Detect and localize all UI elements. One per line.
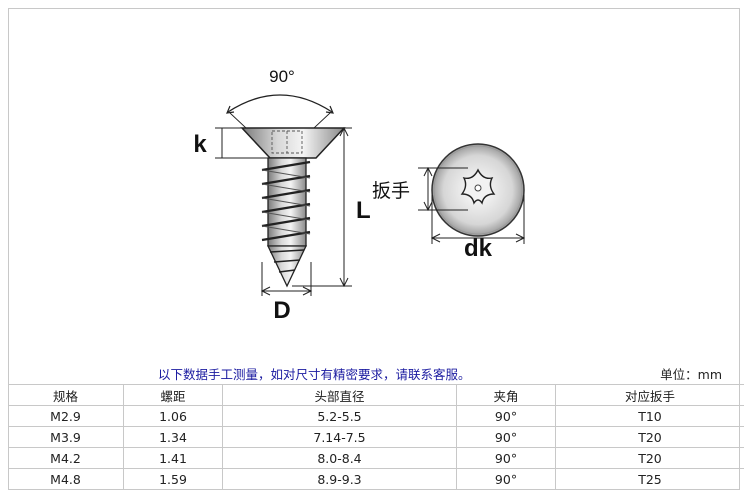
cell-head-diameter: 8.0-8.4: [222, 447, 457, 469]
cell-spec: M2.9: [8, 405, 124, 427]
cell-angle: 90°: [456, 447, 556, 469]
cell-pitch: 1.59: [123, 468, 223, 489]
l-dimension: L: [292, 126, 371, 288]
measurement-note: 以下数据手工测量，如对尺寸有精密要求，请联系客服。 单位：mm: [8, 360, 740, 384]
table-row: M2.9 1.06 5.2-5.5 90° T10: [8, 405, 744, 427]
d-dimension: D: [260, 262, 313, 324]
cell-head-diameter: 8.9-9.3: [222, 468, 457, 489]
cell-wrench: T25: [555, 468, 744, 489]
cell-spec: M3.9: [8, 426, 124, 448]
header-angle: 夹角: [456, 384, 556, 406]
cell-pitch: 1.06: [123, 405, 223, 427]
cell-wrench: T20: [555, 447, 744, 469]
table-header-row: 规格 螺距 头部直径 夹角 对应扳手: [8, 384, 744, 406]
wrench-label: 扳手: [372, 180, 410, 202]
screw-head: [240, 127, 346, 159]
cell-head-diameter: 7.14-7.5: [222, 426, 457, 448]
header-head-diameter: 头部直径: [222, 384, 457, 406]
header-wrench: 对应扳手: [555, 384, 744, 406]
cell-pitch: 1.41: [123, 447, 223, 469]
spec-table: 规格 螺距 头部直径 夹角 对应扳手 M2.9 1.06 5.2-5.5 90°…: [8, 384, 744, 489]
screw-shank: [261, 157, 311, 288]
wrench-dimension: 扳手: [372, 166, 468, 212]
cell-pitch: 1.34: [123, 426, 223, 448]
cell-wrench: T20: [555, 426, 744, 448]
l-label: L: [356, 197, 371, 224]
header-pitch: 螺距: [123, 384, 223, 406]
dk-label: dk: [464, 235, 493, 262]
cell-angle: 90°: [456, 426, 556, 448]
table-row: M4.2 1.41 8.0-8.4 90° T20: [8, 447, 744, 469]
k-label: k: [193, 131, 207, 158]
cell-wrench: T10: [555, 405, 744, 427]
cell-angle: 90°: [456, 405, 556, 427]
cell-spec: M4.8: [8, 468, 124, 489]
cell-angle: 90°: [456, 468, 556, 489]
table-row: M3.9 1.34 7.14-7.5 90° T20: [8, 426, 744, 448]
cell-head-diameter: 5.2-5.5: [222, 405, 457, 427]
dk-dimension: dk: [430, 195, 526, 262]
angle-label: 90°: [269, 67, 295, 86]
note-text: 以下数据手工测量，如对尺寸有精密要求，请联系客服。: [158, 367, 471, 382]
k-dimension: k: [193, 127, 270, 159]
screw-diagram: 90° k L D: [193, 67, 526, 324]
d-label: D: [273, 297, 290, 324]
angle-dimension: 90°: [226, 67, 334, 129]
table-row: M4.8 1.59 8.9-9.3 90° T25: [8, 468, 744, 489]
cell-spec: M4.2: [8, 447, 124, 469]
header-spec: 规格: [8, 384, 124, 406]
unit-label: 单位：mm: [660, 367, 722, 382]
head-top-view: [431, 143, 525, 237]
